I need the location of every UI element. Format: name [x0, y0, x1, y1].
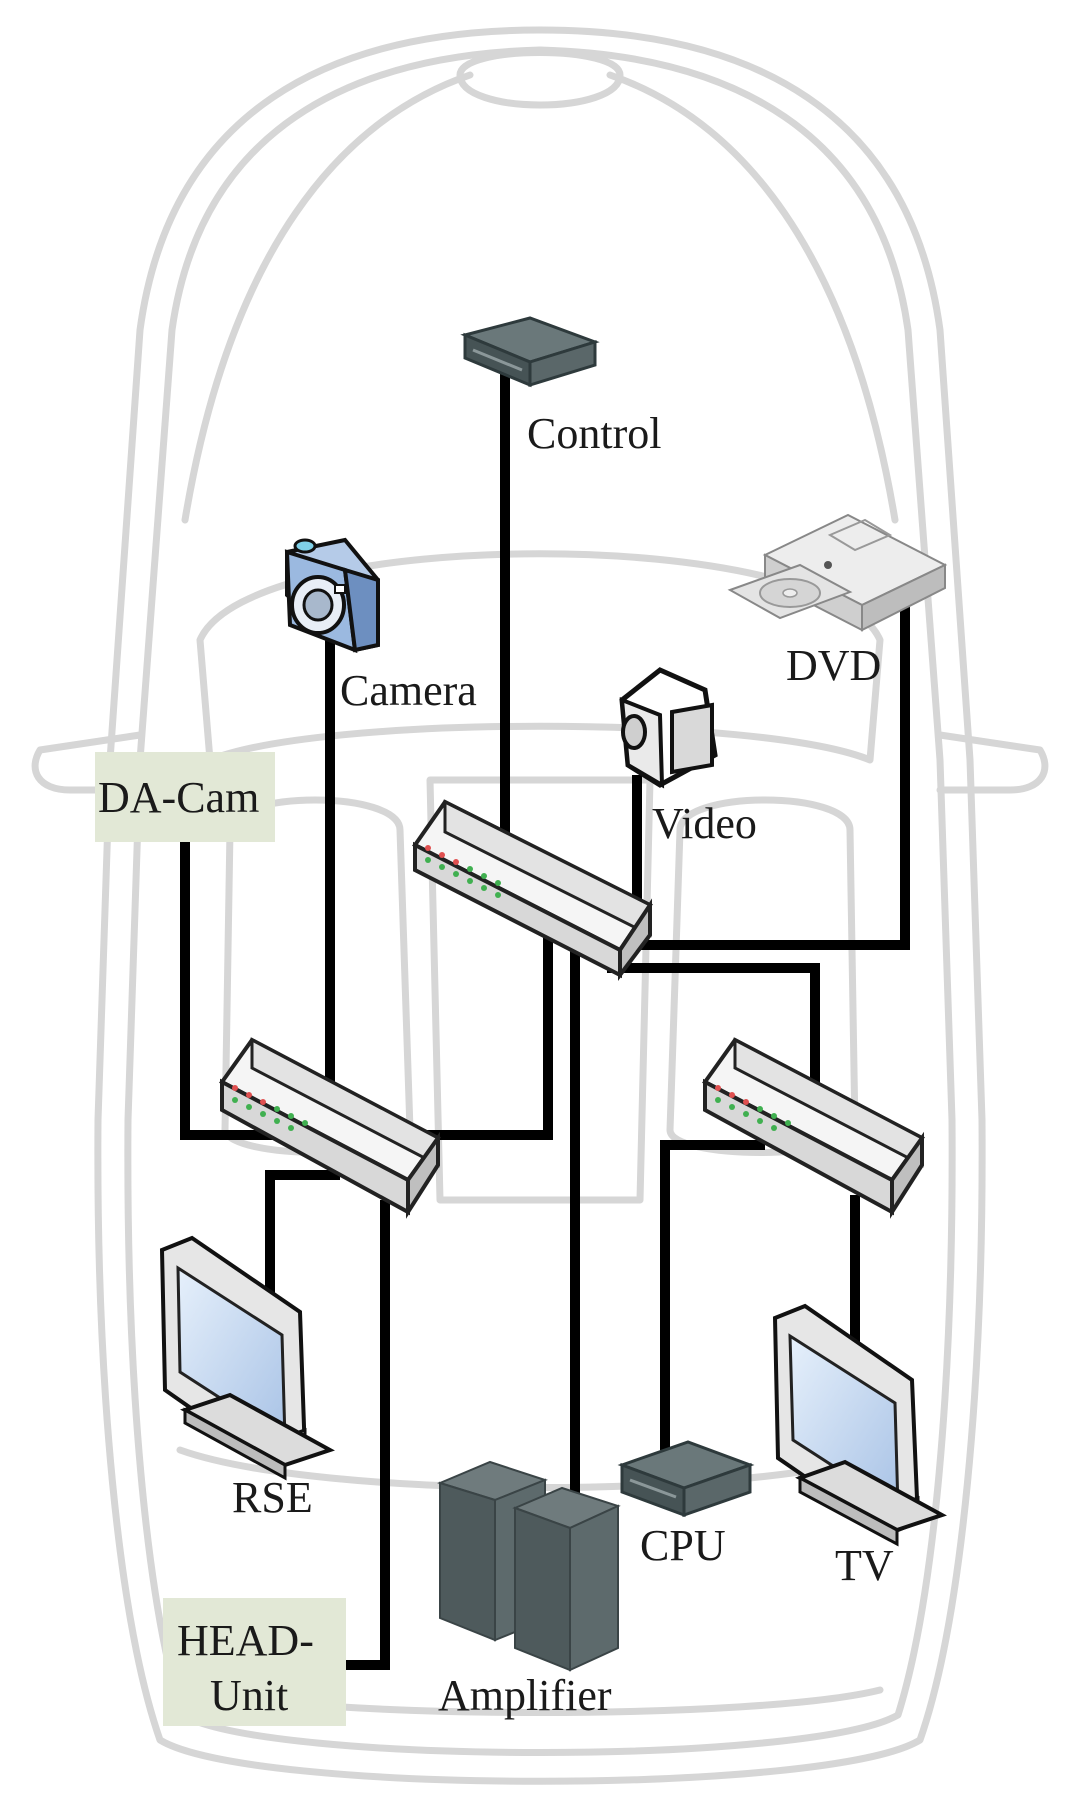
- main-switch: [412, 799, 653, 981]
- tv-label: TV: [835, 1541, 894, 1590]
- head-unit-device: HEAD- Unit: [163, 1598, 346, 1726]
- camera-icon: [284, 537, 380, 654]
- monitor-icon: [159, 1235, 335, 1481]
- monitor-icon: [772, 1303, 947, 1547]
- tv-device: TV: [772, 1303, 947, 1590]
- windshield: [196, 550, 884, 764]
- cpu-label: CPU: [640, 1521, 726, 1570]
- camera-label: Camera: [340, 666, 477, 715]
- rse-label: RSE: [232, 1473, 313, 1522]
- wire-cpu: [660, 1140, 765, 1450]
- head-unit-box: [163, 1598, 346, 1726]
- car-outline: [31, 26, 1049, 1785]
- hood-line-left: [181, 71, 474, 524]
- head-unit-label-line2: Unit: [210, 1671, 288, 1720]
- amplifier-device: Amplifier: [437, 1460, 621, 1720]
- video-device: Video: [619, 667, 757, 848]
- cpu-box-icon: [617, 1440, 755, 1518]
- wire-dacam-switch: [180, 840, 275, 1140]
- car-inner-body: [124, 46, 956, 1756]
- dvd-device: DVD: [727, 513, 948, 690]
- control-device: Control: [460, 316, 661, 458]
- car-body: [94, 26, 986, 1785]
- side-mirror-left: [31, 731, 144, 794]
- head-unit-label-line1: HEAD-: [177, 1616, 314, 1665]
- amplifier-label: Amplifier: [438, 1671, 612, 1720]
- dvd-player-icon: [727, 513, 948, 632]
- left-switch: [219, 1037, 441, 1219]
- camera-device: Camera: [284, 537, 477, 715]
- da-cam-label: DA-Cam: [98, 773, 259, 822]
- network-switch-icon: [702, 1037, 925, 1219]
- dvd-label: DVD: [786, 641, 881, 690]
- control-label: Control: [527, 409, 661, 458]
- wire-rse: [265, 1170, 340, 1295]
- right-switch: [702, 1037, 925, 1219]
- wiring: [180, 365, 910, 1670]
- wire-mainswitch-leftswitch: [405, 930, 553, 1140]
- video-camera-icon: [619, 667, 718, 789]
- wire-mainswitch-rightswitch: [607, 963, 820, 1100]
- hood-line-right: [606, 71, 899, 524]
- rse-device: RSE: [159, 1235, 335, 1522]
- network-switch-icon: [219, 1037, 441, 1219]
- wire-head-unit: [340, 1200, 390, 1670]
- da-cam-box: [95, 752, 275, 842]
- side-mirror-right: [936, 731, 1049, 794]
- network-box-icon: [460, 316, 600, 388]
- network-switch-icon: [412, 799, 653, 981]
- hood-scoop: [456, 49, 624, 109]
- da-cam-device: DA-Cam: [95, 752, 275, 842]
- amplifier-tower-icon: [437, 1460, 621, 1672]
- video-label: Video: [652, 799, 757, 848]
- wire-dvd-switch: [620, 580, 910, 950]
- cpu-device: CPU: [617, 1440, 755, 1570]
- console: [426, 776, 654, 1204]
